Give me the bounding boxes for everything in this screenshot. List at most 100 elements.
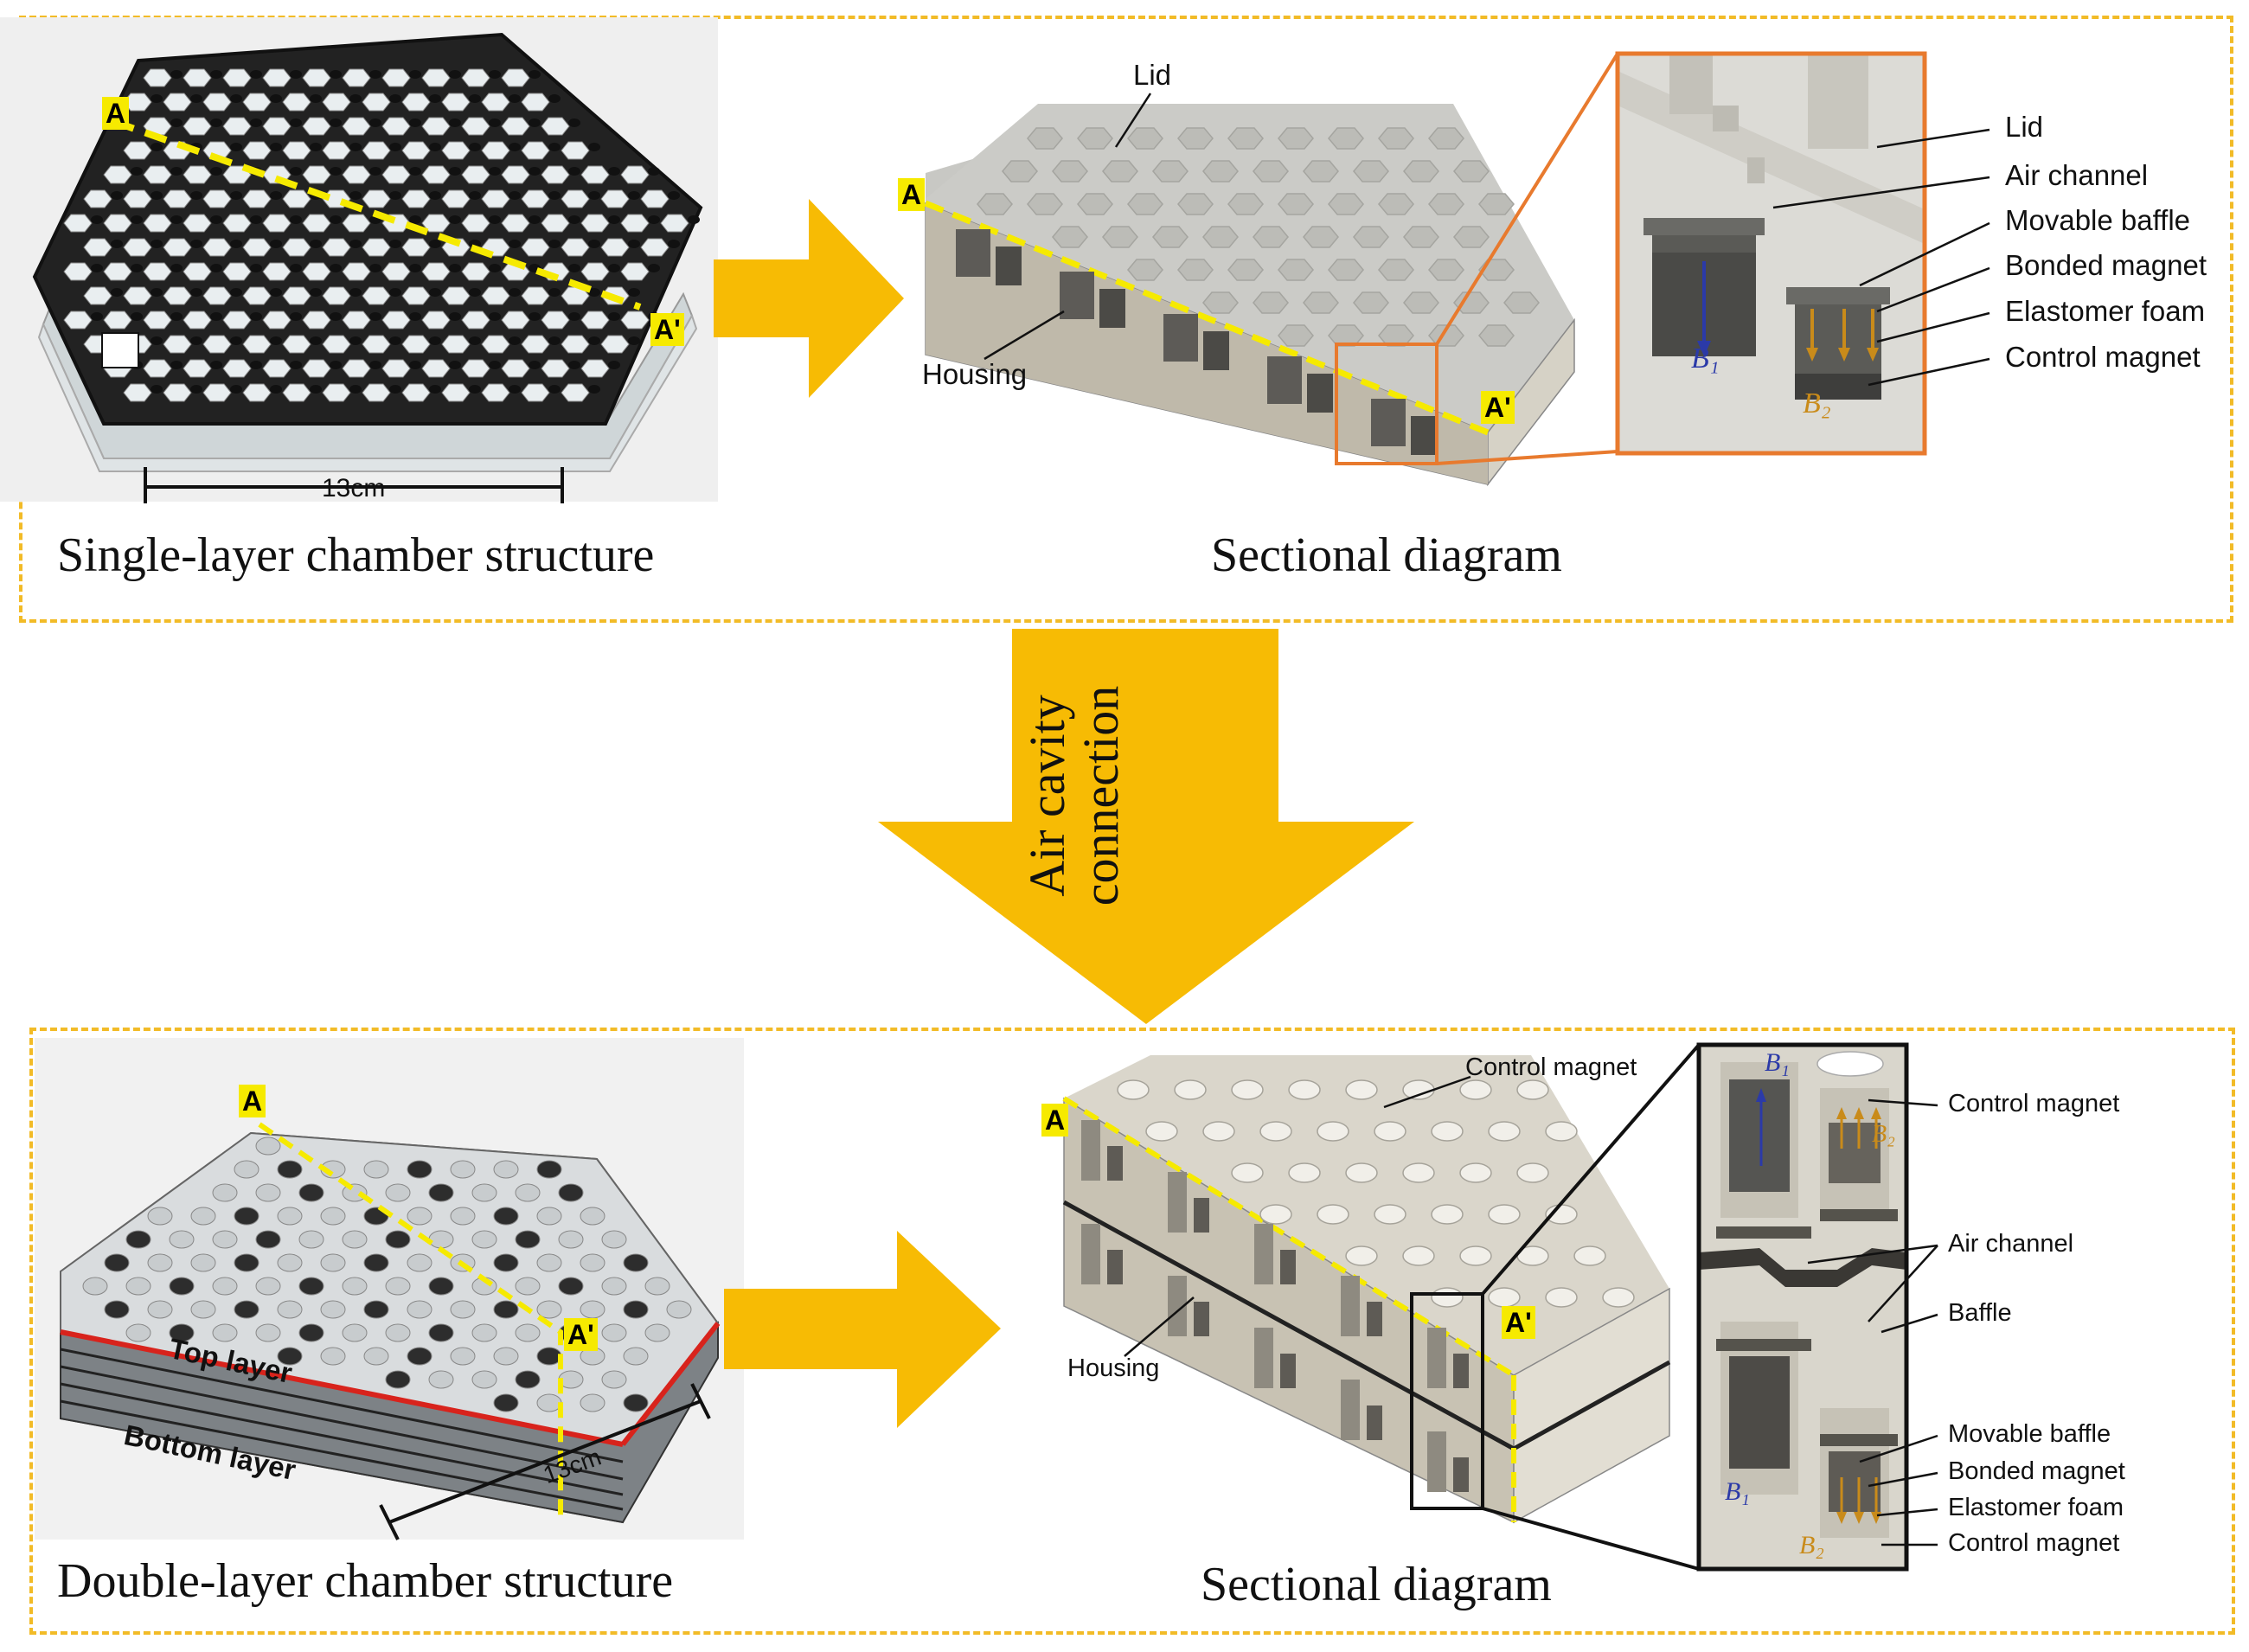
hex-cell [163,93,192,112]
magnet-disc [147,1253,173,1272]
magnet-dot [469,240,481,248]
hex-cell [282,335,311,354]
hex-cell [362,286,391,305]
lid-cell [1478,193,1515,215]
lid-cell [1353,226,1389,248]
housing-chamber [1203,331,1229,370]
magnet-disc [363,1160,389,1179]
hex-cell [302,311,331,330]
hex-cell [222,117,252,136]
magnet-disc [277,1300,303,1319]
lid-cell [1278,193,1314,215]
magnet-dot [469,191,481,200]
hex-cell [481,93,510,112]
hex-cell [561,286,590,305]
magnet-dot [429,336,441,345]
magnet-dot [409,118,421,127]
magnet-dot [190,191,202,200]
bottom-zoom-label-movable-baffle: Movable baffle [1948,1420,2111,1448]
magnet-dot [151,385,163,394]
lid-cell [1027,193,1063,215]
magnet-disc [644,1323,670,1342]
hex-cell [302,165,331,184]
magnet-dot [250,312,262,321]
hex-cell [262,68,292,87]
magnet-dot [190,288,202,297]
top-zoom-label-bonded-magnet: Bonded magnet [2005,249,2207,281]
magnet-disc [169,1277,195,1296]
housing-chamber [1081,1120,1100,1181]
hex-cell [362,189,391,208]
hex-cell [123,189,152,208]
magnet-dot [429,385,441,394]
magnet-disc [255,1323,281,1342]
magnet-disc [125,1277,151,1296]
magnet-dot [170,361,183,369]
hex-cell [620,165,650,184]
magnet-dot [628,191,640,200]
magnet-dot [529,215,541,224]
hex-cell [123,383,152,402]
housing-chamber [1280,1354,1296,1388]
magnet-dot [151,94,163,103]
bottom-zoom-b1-upper: B₁ [1765,1048,1790,1077]
hex-cell [541,165,570,184]
magnet-disc [320,1253,346,1272]
magnet-dot [548,143,561,151]
magnet-disc [255,1277,281,1296]
hex-cell [83,238,112,257]
magnet-dot [568,361,580,369]
magnet-dot [170,312,183,321]
magnet-disc [104,1300,130,1319]
housing-chamber [1280,1250,1296,1284]
hex-cell [342,262,371,281]
hex-cell [401,141,431,160]
magnet-disc [363,1253,389,1272]
hex-cell [381,117,411,136]
magnet-dot [151,191,163,200]
magnet-dot [230,288,242,297]
hex-cell [163,335,192,354]
magnet-disc [407,1300,432,1319]
hex-cell [322,238,351,257]
magnet-disc [255,1230,281,1249]
magnet-dot [310,143,322,151]
hex-cell [541,311,570,330]
hex-cell [143,262,172,281]
hex-cell [620,262,650,281]
magnet-dot [369,361,381,369]
hex-cell [342,165,371,184]
magnet-dot [509,94,521,103]
magnet-dot [449,70,461,79]
hex-cell [401,238,431,257]
magnet-dot [489,118,501,127]
magnet-dot [548,94,561,103]
down-arrow-connector [878,629,1414,1024]
magnet-disc [601,1230,627,1249]
hex-cell [521,141,550,160]
magnet-dot [608,167,620,176]
hex-cell [143,311,172,330]
photo-section-mark-a: A [102,97,130,130]
magnet-dot [369,70,381,79]
magnet-dot [568,215,580,224]
lid-cell [1403,226,1439,248]
hex-cell [541,214,570,233]
top-zoom-label-elastomer-foam: Elastomer foam [2005,295,2206,327]
magnet-disc [407,1160,432,1179]
magnet-dot [131,264,143,272]
hex-cell [183,68,212,87]
magnet-disc [623,1300,649,1319]
top-zoom-label-control-magnet: Control magnet [2005,341,2201,373]
hex-cell [501,68,530,87]
magnet-dot [369,167,381,176]
hex-cell [561,238,590,257]
magnet-dot [509,288,521,297]
magnet-dot [250,264,262,272]
double-model-section-mark-a-prime: A' [1502,1306,1535,1339]
magnet-dot [290,70,302,79]
lid-cell [1227,193,1264,215]
magnet-dot [389,336,401,345]
hex-cell [262,214,292,233]
